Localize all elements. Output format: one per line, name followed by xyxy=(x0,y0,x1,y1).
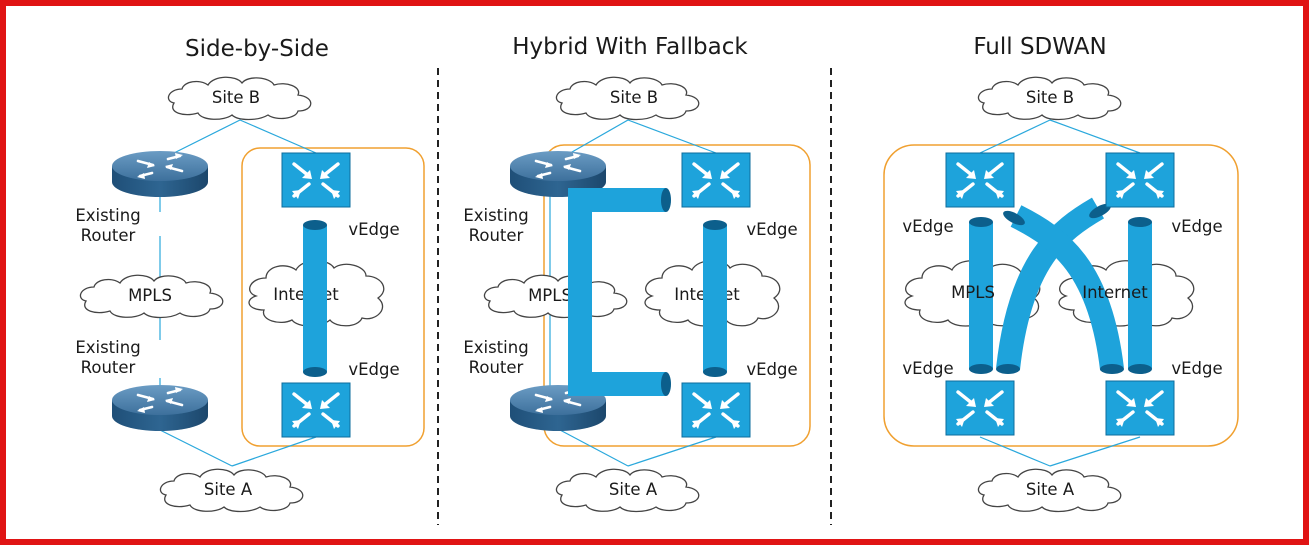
panel-title: Full SDWAN xyxy=(973,34,1106,60)
vedge-icon xyxy=(944,379,1016,437)
site-b-label: Site B xyxy=(610,88,658,107)
mpls-label: MPLS xyxy=(528,286,572,305)
router-top-label-1: Existing xyxy=(75,206,140,225)
existing-router-icon xyxy=(110,149,210,199)
mpls-label: MPLS xyxy=(951,283,995,302)
vedge-top-label: vEdge xyxy=(348,220,399,239)
vedge-boundary xyxy=(883,144,1239,447)
router-top-label-2: Router xyxy=(81,226,136,245)
panel-hybrid-with-fallback: Hybrid With Fallback Site B MPLS Interne… xyxy=(463,34,811,513)
vedge-icon xyxy=(280,151,352,209)
mpls-label: MPLS xyxy=(128,286,172,305)
internet-label: Internet xyxy=(1082,283,1148,302)
router-top-label-2: Router xyxy=(469,226,524,245)
vedge-tr-label: vEdge xyxy=(1171,217,1222,236)
router-bottom-label-2: Router xyxy=(81,358,136,377)
site-b-label: Site B xyxy=(212,88,260,107)
panel-full-sdwan: Full SDWAN Site B Site A xyxy=(883,34,1239,513)
vedge-icon xyxy=(944,151,1016,209)
internet-tunnel xyxy=(303,220,327,377)
router-bottom-label-2: Router xyxy=(469,358,524,377)
vedge-icon xyxy=(1104,151,1176,209)
panel-title: Side-by-Side xyxy=(185,36,329,62)
vedge-top-label: vEdge xyxy=(746,220,797,239)
site-a-label: Site A xyxy=(609,480,658,499)
vedge-bottom-label: vEdge xyxy=(348,360,399,379)
internet-tunnel xyxy=(703,220,727,377)
vedge-icon xyxy=(1104,379,1176,437)
site-a-label: Site A xyxy=(204,480,253,499)
router-top-label-1: Existing xyxy=(463,206,528,225)
site-b-label: Site B xyxy=(1026,88,1074,107)
existing-router-icon xyxy=(110,383,210,433)
sdwan-tunnels xyxy=(969,197,1152,374)
vedge-icon xyxy=(280,381,352,439)
vedge-br-label: vEdge xyxy=(1171,359,1222,378)
router-bottom-label-1: Existing xyxy=(75,338,140,357)
panel-title: Hybrid With Fallback xyxy=(512,34,748,60)
vedge-icon xyxy=(680,381,752,439)
vedge-bl-label: vEdge xyxy=(902,359,953,378)
panel-side-by-side: Side-by-Side Site B MPLS Internet Site A… xyxy=(75,36,425,513)
vedge-boundary xyxy=(241,147,425,447)
router-bottom-label-1: Existing xyxy=(463,338,528,357)
vedge-tl-label: vEdge xyxy=(902,217,953,236)
site-a-label: Site A xyxy=(1026,480,1075,499)
fallback-tunnel xyxy=(568,188,671,396)
vedge-bottom-label: vEdge xyxy=(746,360,797,379)
vedge-icon xyxy=(680,151,752,209)
